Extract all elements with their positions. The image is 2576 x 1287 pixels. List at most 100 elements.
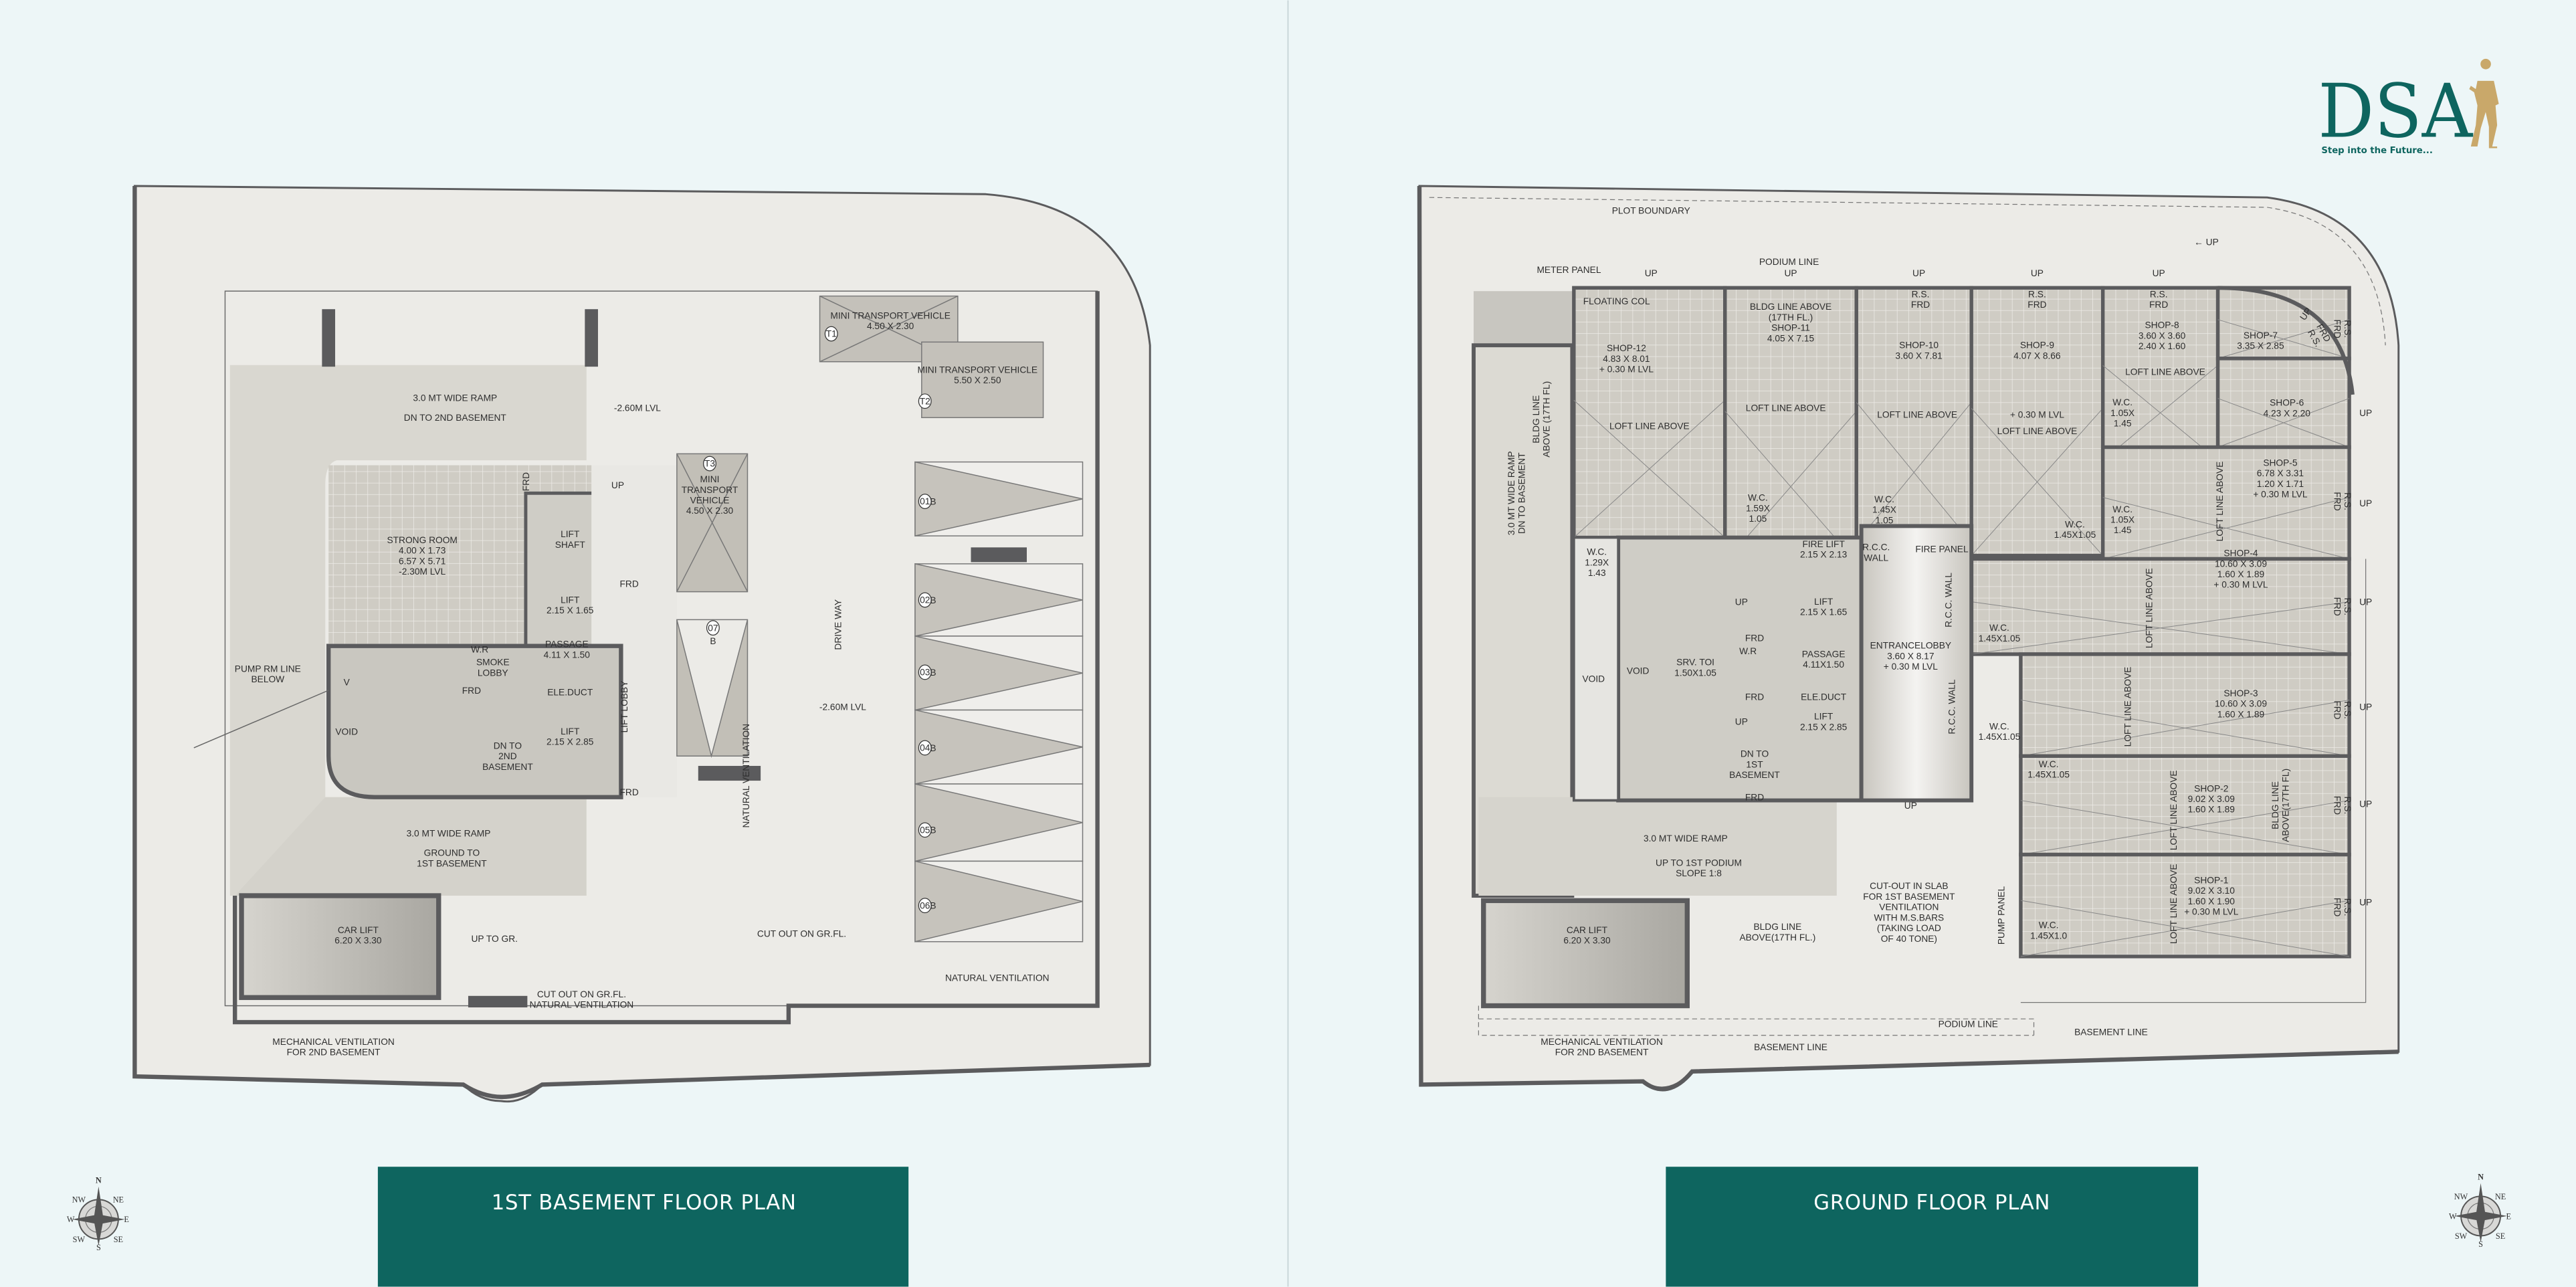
plan-label-line: WALL [1864, 553, 1888, 563]
plan-label-line: UP [2153, 268, 2165, 278]
plan-label-line: NATURAL VENTILATION [741, 724, 751, 828]
plan-label-line: 6.57 X 5.71 [399, 556, 445, 566]
plan-label: W.C.1.45X1.05 [1979, 721, 2021, 742]
plan-label-line: 1.45 [2114, 419, 2132, 429]
plan-label: UP [1735, 597, 1748, 607]
lower-ramp [1478, 797, 1837, 896]
plan-label-line: R.S. [2343, 797, 2353, 815]
plan-label-line: SHAFT [555, 540, 586, 550]
plan-label: 3.0 MT WIDE RAMP [1644, 833, 1728, 844]
compass-label: NE [113, 1195, 124, 1205]
businessman-figure-icon [2469, 58, 2499, 148]
plan-label: ELE.DUCT [547, 687, 593, 697]
plan-label: -2.60M LVL [819, 702, 866, 712]
plan-label: R.S.FRD [2332, 320, 2353, 338]
plan-label-line: R.S. [2028, 290, 2046, 300]
plan-label-line: ABOVE (17TH FL) [1541, 381, 1551, 458]
plan-label-line: SHOP-4 [2223, 549, 2258, 559]
plan-label: FRD [521, 472, 531, 491]
plan-label-line: FRD [2149, 300, 2168, 310]
parking-bay-marker [914, 635, 1083, 711]
plan-label-line: 4.11 X 1.50 [544, 650, 591, 660]
plan-label-line: B [710, 636, 716, 646]
plan-label-line: FRD [2332, 320, 2342, 338]
plan-label-line: TRANSPORT [682, 485, 738, 495]
plan-label-line: 1.59X [1746, 503, 1770, 513]
plan-label-line: R.S. [2343, 898, 2353, 916]
plan-label: LOFT LINE ABOVE [2215, 462, 2225, 542]
plan-label-line: CUT-OUT IN SLAB [1870, 881, 1948, 891]
logo-brand: DSA [2318, 68, 2473, 155]
plan-label-line: UP [1735, 717, 1748, 727]
plan-label: R.S.FRD [2332, 898, 2353, 916]
plan-label-line: B [930, 901, 936, 911]
plan-label-line: W.C. [2039, 759, 2059, 769]
plan-label: UP [2359, 408, 2372, 418]
plan-label-line: 1.60 X 1.90 [2188, 896, 2236, 906]
plan-label: PUMP PANEL [1996, 886, 2006, 945]
plan-label: NATURAL VENTILATION [945, 973, 1050, 983]
plan-label-line: FRD [1745, 633, 1764, 643]
lower-ramp [235, 797, 587, 896]
bay-number: 05 [920, 825, 930, 835]
plan-label: UP [1735, 717, 1748, 727]
column [322, 309, 336, 367]
plan-label-line: 6.20 X 3.30 [1563, 936, 1611, 946]
bay-number: 01 [920, 496, 930, 506]
loft-cross [2102, 497, 2350, 559]
plan-label-line: 4.23 X 2.20 [2264, 408, 2311, 418]
plan-label: UP TO GR. [471, 934, 518, 944]
plan-label-line: W.C. [1989, 623, 2009, 633]
plan-label: BLDG LINEABOVE(17TH FL) [2270, 769, 2291, 842]
plan-label-line: SHOP-2 [2194, 783, 2228, 793]
parking-bay-marker [914, 709, 1083, 785]
curved-facade [2217, 286, 2355, 395]
plan-label-line: 2.15 X 2.85 [547, 737, 594, 747]
plot-wall [1417, 185, 2399, 1092]
plan-label-line: 6.78 X 3.31 [2257, 468, 2304, 478]
plan-label-line: UP [2359, 498, 2372, 508]
plan-label: R.C.C. WALL [1944, 573, 1954, 627]
plan-label-line: CUT OUT ON GR.FL. [757, 928, 846, 938]
plan-label-line: LOBBY [478, 668, 508, 678]
plan-label: FRD [1745, 793, 1764, 803]
shop-unit [2100, 445, 2351, 561]
plan-label-line: -2.60M LVL [819, 702, 866, 712]
plan-label-line: NATURAL VENTILATION [530, 999, 634, 1009]
plan-label-line: (17TH FL.) [1769, 312, 1813, 322]
plan-label-line: FRD [620, 787, 639, 797]
plan-label: LOFT LINE ABOVE [2169, 770, 2179, 850]
plan-label-line: LOFT LINE ABOVE [1997, 426, 2078, 436]
basement-title-banner: 1ST BASEMENT FLOOR PLAN [377, 1167, 909, 1287]
plan-label-line: 9.02 X 3.10 [2188, 886, 2236, 896]
plan-label-line: V [344, 678, 351, 688]
plan-label-line: VOID [335, 726, 358, 736]
plan-label: LOFT LINE ABOVE [2169, 864, 2179, 944]
plan-label: FRD [620, 787, 639, 797]
bay-number: 03 [920, 668, 930, 678]
plan-label: BLDG LINEABOVE (17TH FL) [1531, 381, 1552, 458]
loft-cross [1573, 399, 1726, 538]
plan-label-line: SHOP-6 [2270, 398, 2304, 408]
plan-label-line: DN TO 2ND BASEMENT [404, 413, 507, 423]
loft-cross [2020, 700, 2350, 757]
parking-bay-marker [914, 783, 1083, 862]
plan-label: NATURAL VENTILATION [741, 724, 751, 828]
plan-label-line: 1.05 [1749, 514, 1767, 524]
compass-label: NE [2495, 1192, 2506, 1201]
plan-label: DRIVE WAY [833, 599, 843, 650]
plan-label-line: MINI TRANSPORT VEHICLE [830, 310, 951, 320]
parking-bays [914, 461, 1084, 943]
